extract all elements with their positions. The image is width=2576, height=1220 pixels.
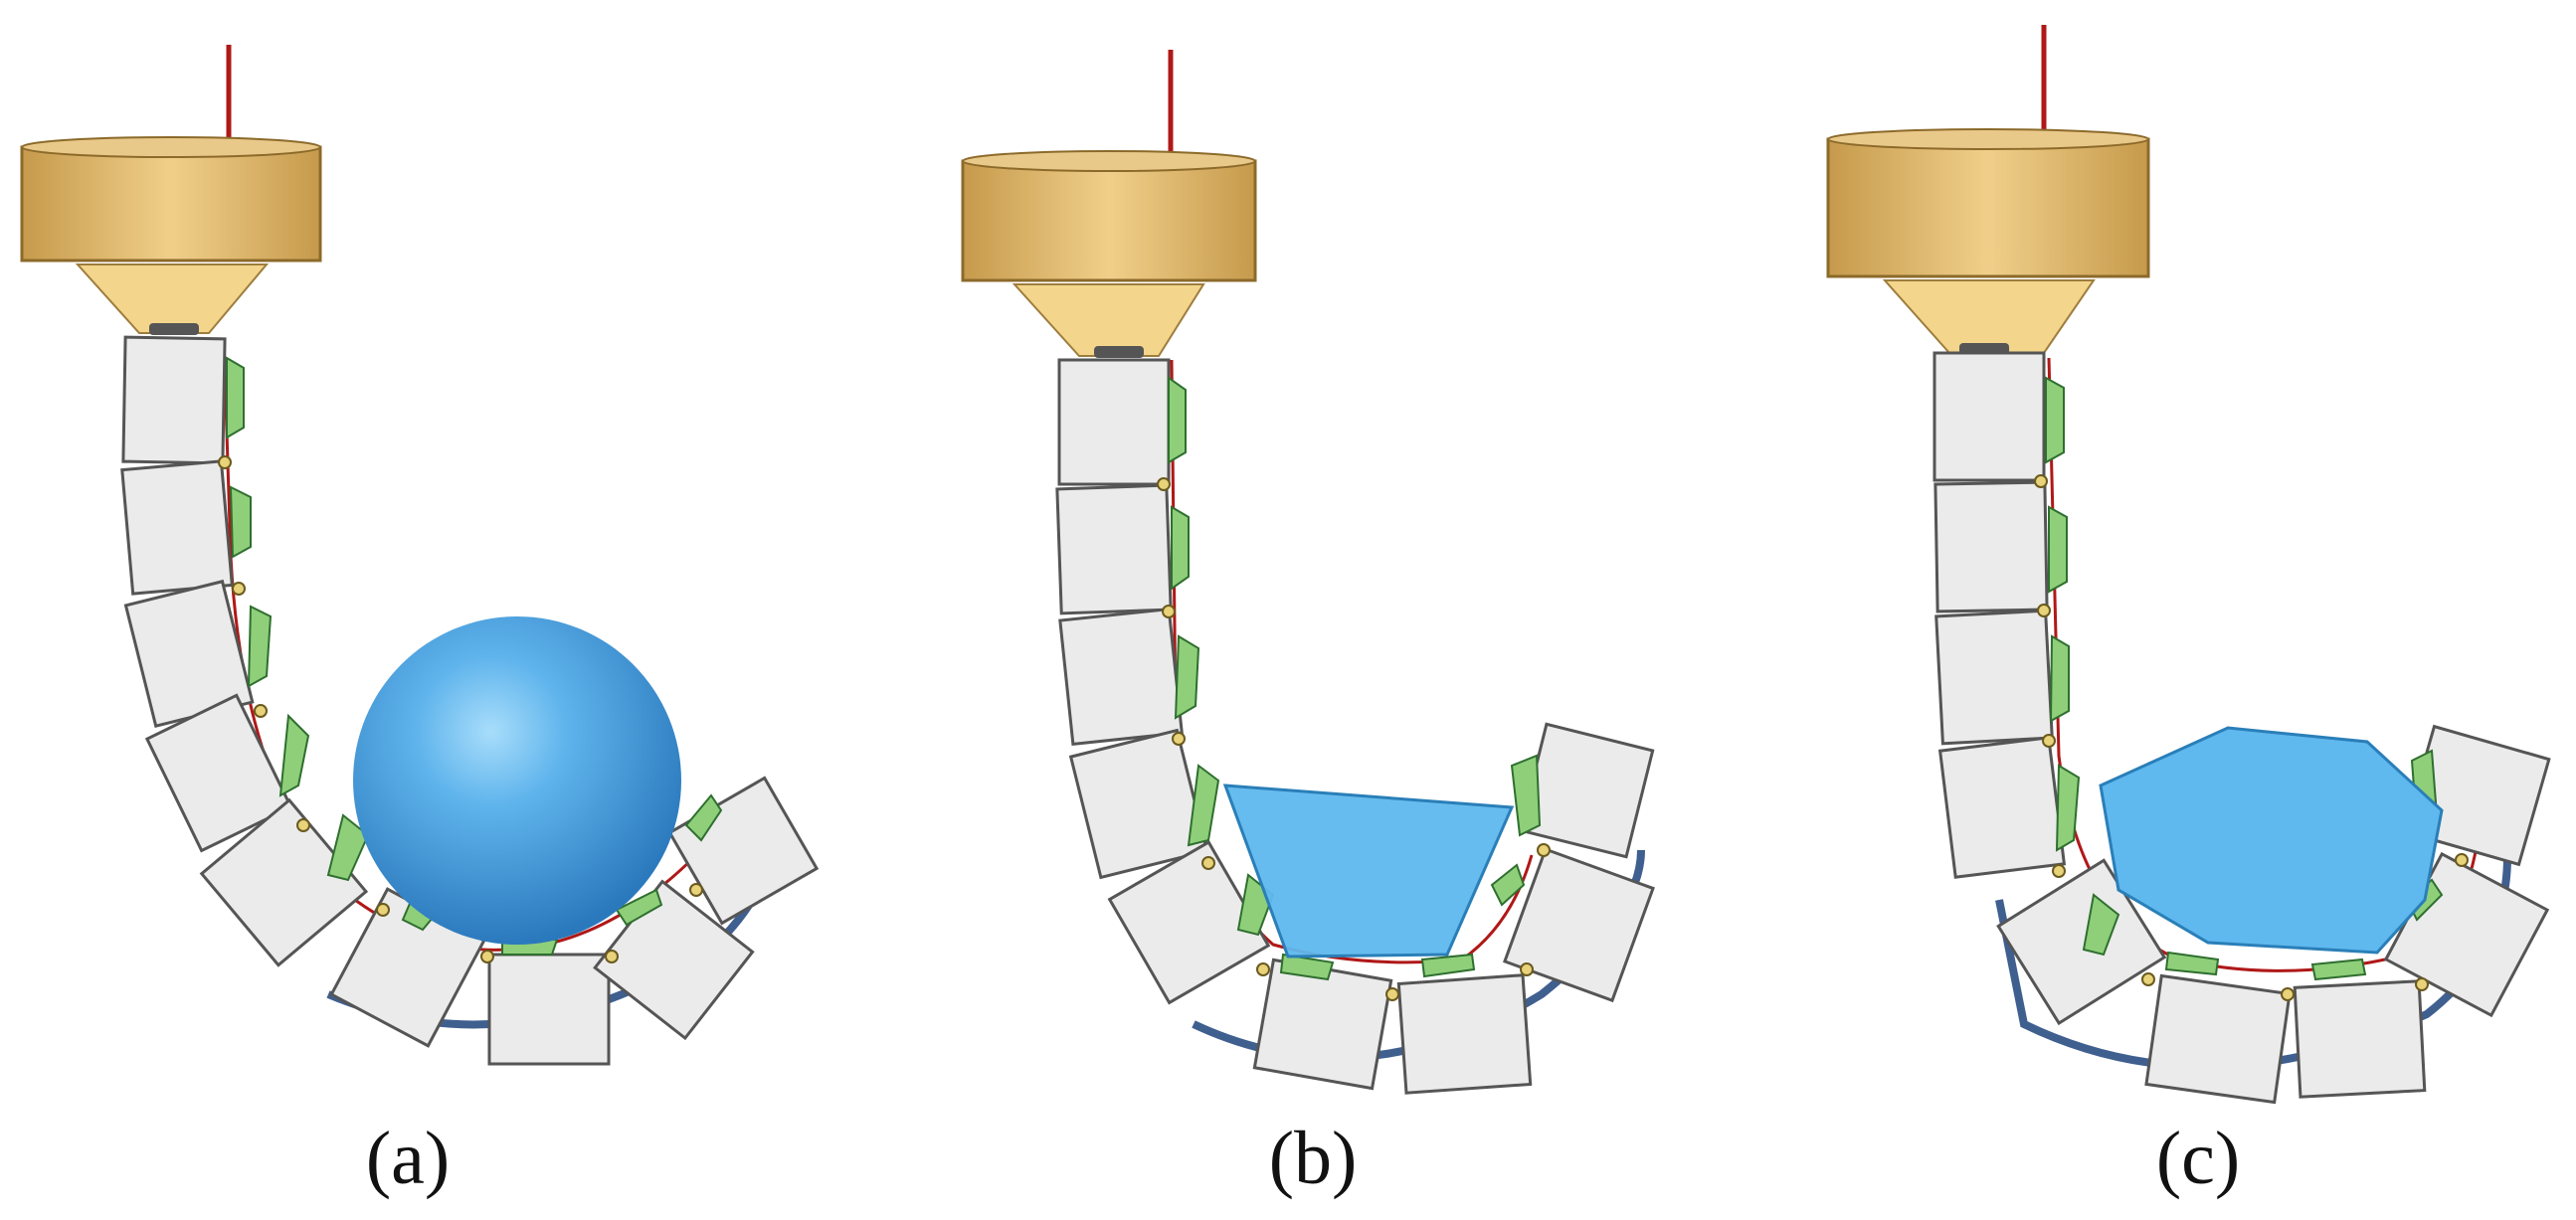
segment-a7 xyxy=(487,953,611,1066)
segment-a1 xyxy=(121,335,227,465)
segment-c2 xyxy=(1933,480,2049,613)
joint-pins-b xyxy=(1157,477,1551,1001)
segment-b6 xyxy=(1252,958,1393,1091)
grasped-sphere xyxy=(353,616,681,945)
panel-a xyxy=(20,45,820,1066)
segment-a4 xyxy=(144,693,293,853)
funnel-b xyxy=(1012,283,1205,357)
grasped-octagon xyxy=(2099,726,2444,955)
segment-b1 xyxy=(1057,358,1171,486)
panel-c xyxy=(1826,25,2551,1105)
sensor-pads-b xyxy=(1168,376,1542,981)
mount-cylinder-c xyxy=(1826,137,2150,278)
segment-a2 xyxy=(120,459,234,596)
segment-b5 xyxy=(1107,839,1271,1005)
sensor-pads-a xyxy=(226,356,723,956)
segment-c3 xyxy=(1934,609,2054,746)
funnel-slot-b xyxy=(1094,346,1144,358)
mount-cylinder-b xyxy=(961,159,1257,282)
segment-c6 xyxy=(2144,973,2292,1105)
segment-b7 xyxy=(1396,973,1533,1095)
finger-chain-c xyxy=(1932,351,2551,1105)
segment-b2 xyxy=(1055,483,1173,615)
mount-top-ellipse-b xyxy=(962,150,1256,172)
panel-label-c: (c) xyxy=(2155,1117,2241,1200)
joint-pins-c xyxy=(2034,474,2469,1001)
mount-top-ellipse-a xyxy=(21,136,321,158)
finger-chain-b xyxy=(1055,358,1655,1095)
panel-label-a: (a) xyxy=(365,1117,451,1200)
segment-c7 xyxy=(2293,979,2427,1099)
panel-b xyxy=(961,50,1655,1095)
segment-a9 xyxy=(667,776,820,926)
segment-c5 xyxy=(1996,858,2167,1026)
mount-top-ellipse-c xyxy=(1827,128,2149,150)
segment-a5 xyxy=(199,797,369,967)
segment-c1 xyxy=(1932,351,2046,482)
segment-b4 xyxy=(1068,728,1209,880)
panel-label-b: (b) xyxy=(1268,1117,1358,1200)
joint-pins-a xyxy=(218,455,703,963)
gripper-base-a xyxy=(20,45,322,335)
gripper-base-b xyxy=(961,50,1257,358)
gripper-base-c xyxy=(1826,25,2150,355)
funnel-a xyxy=(75,263,270,334)
segment-b8 xyxy=(1502,847,1655,1003)
mount-cylinder-a xyxy=(20,145,322,262)
grasped-trapezoid xyxy=(1222,784,1515,959)
funnel-slot-a xyxy=(149,323,199,335)
segment-c4 xyxy=(1937,736,2067,879)
segment-b3 xyxy=(1058,607,1184,747)
funnel-c xyxy=(1882,279,2096,354)
segment-b9 xyxy=(1518,722,1655,859)
